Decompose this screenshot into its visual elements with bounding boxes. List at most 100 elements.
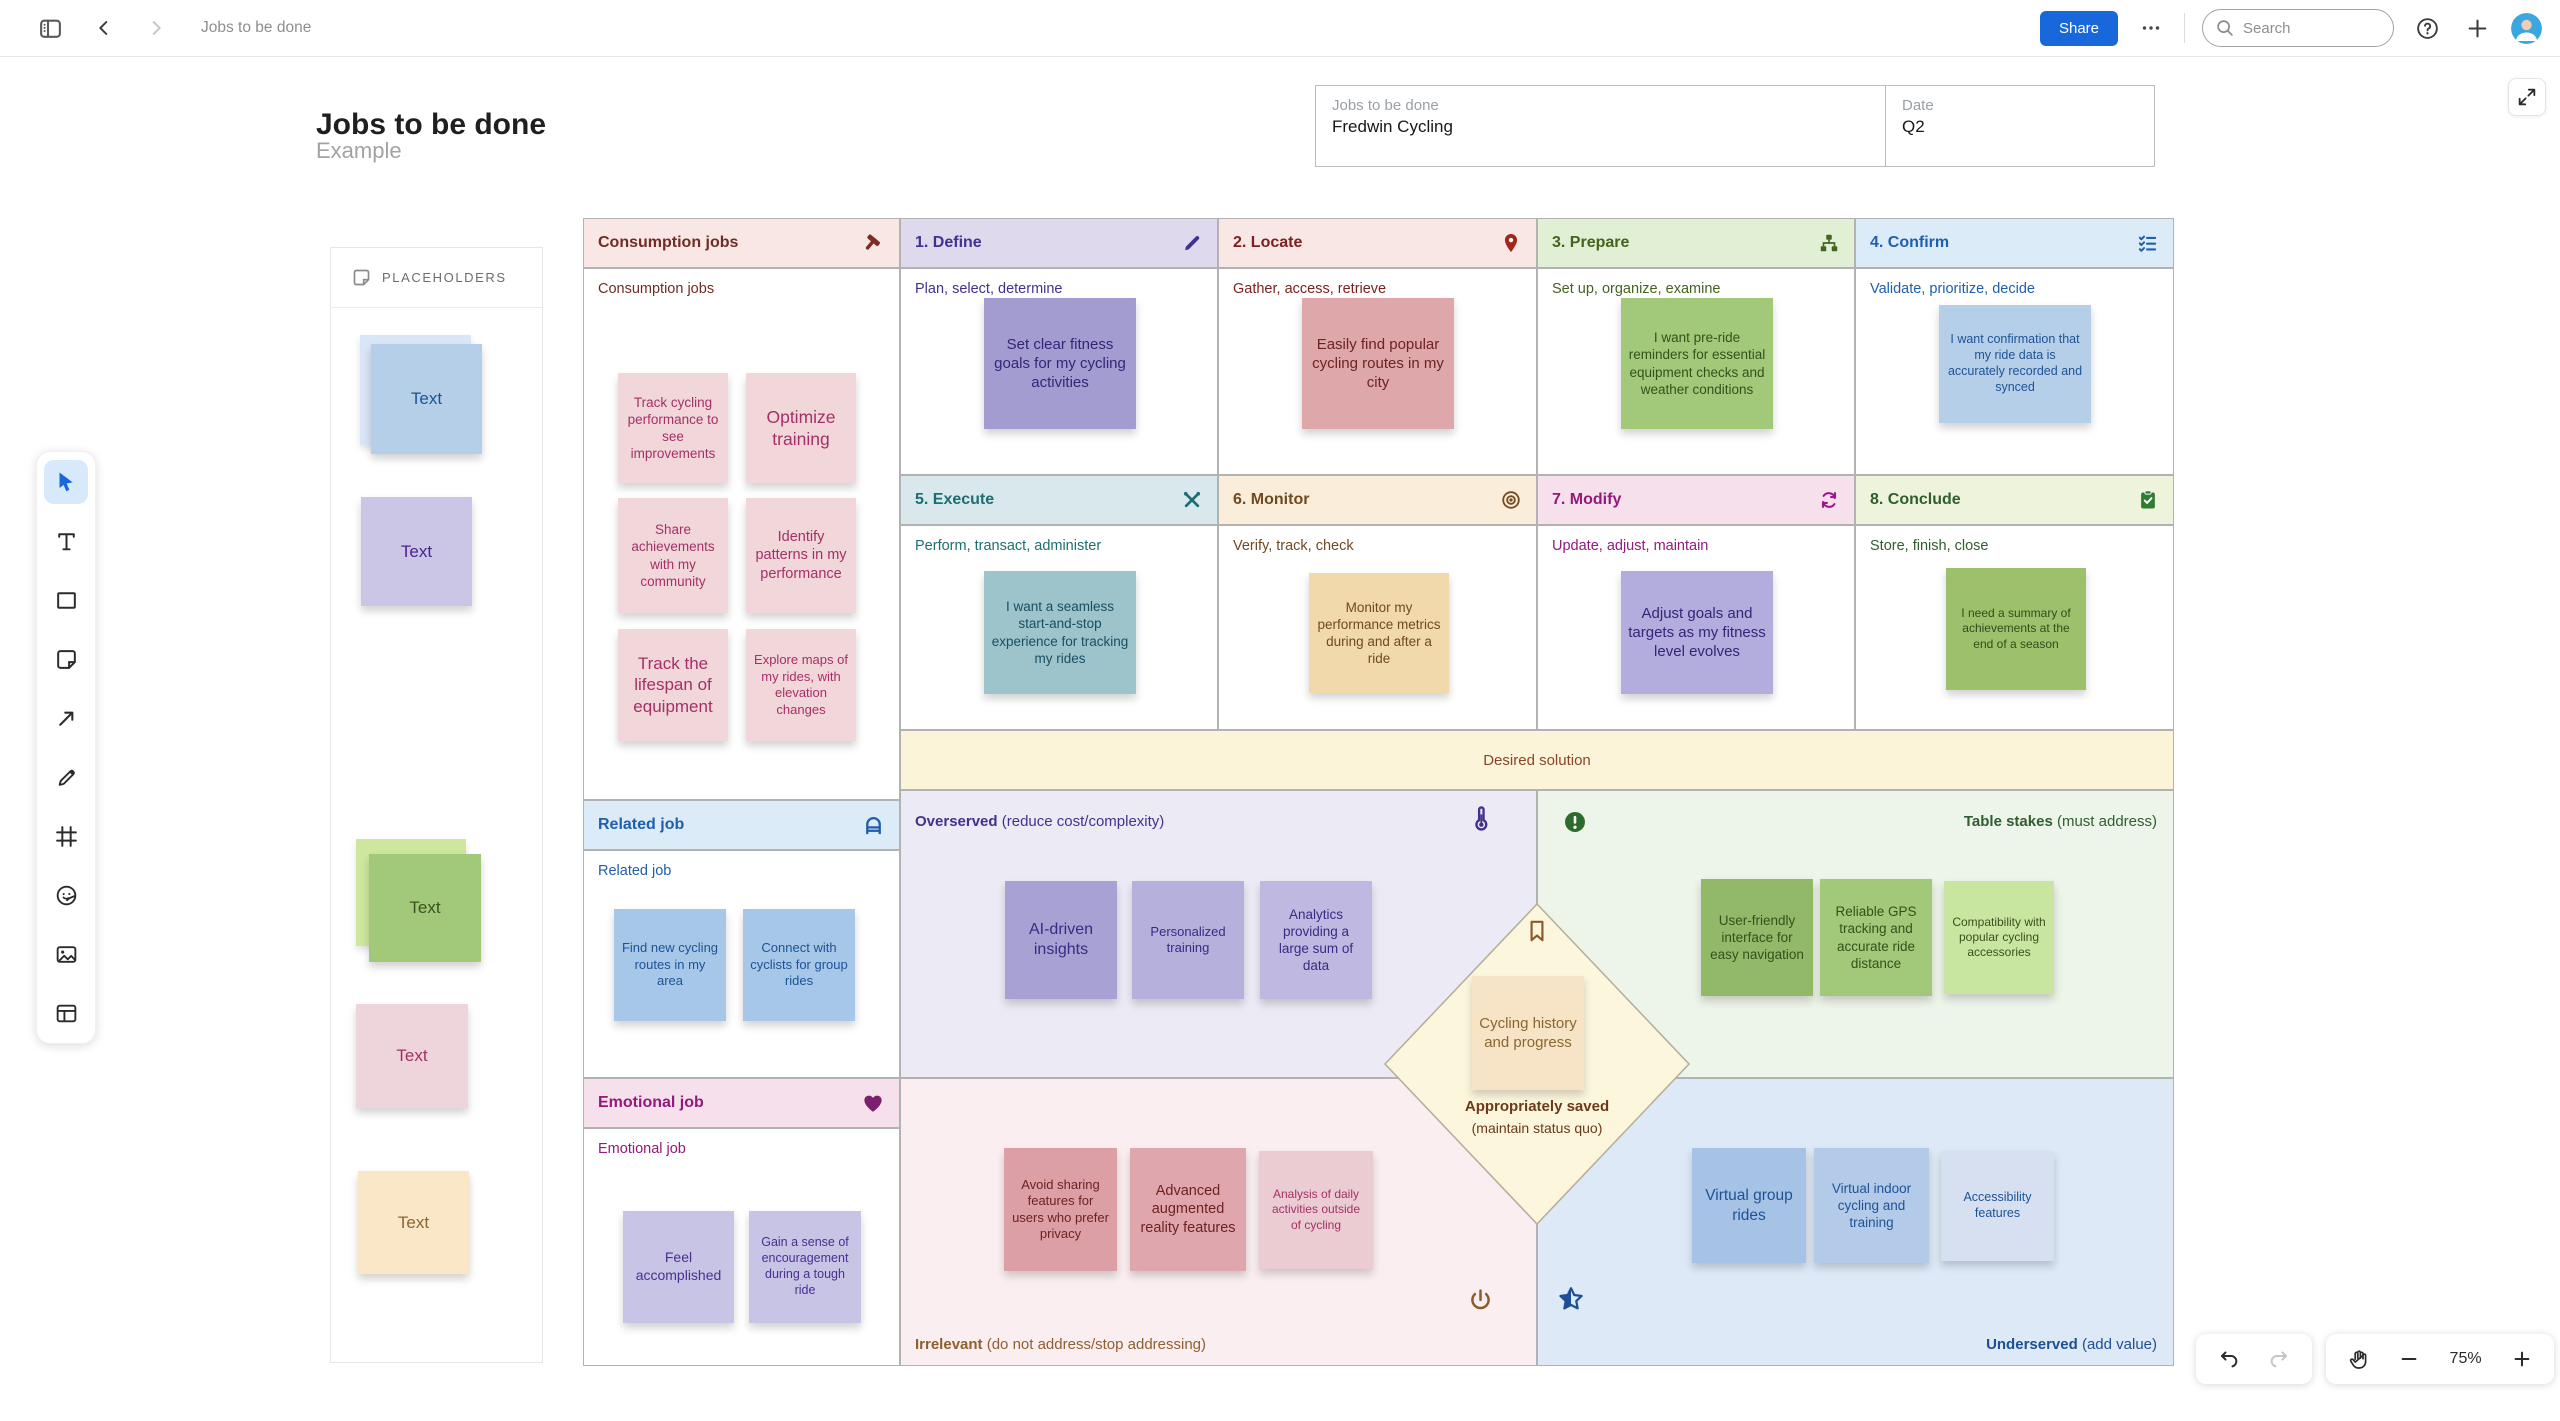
section-header-define[interactable]: 1. Define	[900, 218, 1218, 268]
sticky-note[interactable]: Easily find popular cycling routes in my…	[1302, 298, 1454, 429]
sticky-note[interactable]: Connect with cyclists for group rides	[743, 909, 855, 1021]
sticky-note[interactable]: Find new cycling routes in my area	[614, 909, 726, 1021]
expand-button[interactable]	[2508, 78, 2546, 116]
frame-tool-button[interactable]	[44, 814, 88, 858]
locate-cell[interactable]: Gather, access, retrieve Easily find pop…	[1218, 268, 1537, 475]
image-icon	[54, 942, 79, 967]
section-header-execute[interactable]: 5. Execute	[900, 475, 1218, 525]
zoom-level[interactable]: 75%	[2449, 1350, 2482, 1367]
search-box	[2202, 9, 2394, 47]
overserved-quadrant[interactable]: Overserved (reduce cost/complexity) AI-d…	[900, 790, 1537, 1078]
sticky-note[interactable]: Optimize training	[746, 373, 856, 483]
sticky-note[interactable]: Personalized training	[1132, 881, 1244, 999]
emotional-job-cell[interactable]: Emotional job Feel accomplished Gain a s…	[583, 1128, 900, 1366]
section-header-conclude[interactable]: 8. Conclude	[1855, 475, 2174, 525]
forward-button[interactable]	[141, 13, 171, 43]
cell-subtitle: Consumption jobs	[598, 281, 715, 297]
sticky-note[interactable]: I want pre-ride reminders for essential …	[1621, 298, 1773, 429]
sticky-note[interactable]: Avoid sharing features for users who pre…	[1004, 1148, 1117, 1271]
sticky-note-icon	[351, 267, 372, 288]
modify-cell[interactable]: Update, adjust, maintain Adjust goals an…	[1537, 525, 1855, 730]
sticky-note[interactable]: Compatibility with popular cycling acces…	[1944, 881, 2054, 994]
chevron-left-icon	[93, 17, 115, 39]
placeholder-sticky-orange[interactable]: Text	[358, 1171, 469, 1274]
crossed-tools-icon	[1181, 489, 1203, 511]
search-input[interactable]	[2202, 9, 2394, 47]
sticky-note[interactable]: Adjust goals and targets as my fitness l…	[1621, 571, 1773, 694]
sticky-note[interactable]: Virtual group rides	[1692, 1148, 1806, 1263]
info-table[interactable]: Jobs to be done Fredwin Cycling Date Q2	[1315, 85, 2155, 167]
pen-tool-button[interactable]	[44, 755, 88, 799]
sticky-note[interactable]: Monitor my performance metrics during an…	[1309, 573, 1449, 693]
section-header-modify[interactable]: 7. Modify	[1537, 475, 1855, 525]
sticky-note[interactable]: Share achievements with my community	[618, 498, 728, 613]
placeholder-sticky-blue[interactable]: Text	[371, 344, 482, 454]
sticky-note[interactable]: Feel accomplished	[623, 1211, 734, 1323]
sticky-note[interactable]: Advanced augmented reality features	[1130, 1148, 1246, 1271]
zoom-out-button[interactable]	[2392, 1342, 2426, 1376]
template-tool-button[interactable]	[44, 991, 88, 1035]
section-header-related-job[interactable]: Related job	[583, 800, 900, 850]
placeholder-sticky-purple[interactable]: Text	[361, 497, 472, 606]
define-cell[interactable]: Plan, select, determine Set clear fitnes…	[900, 268, 1218, 475]
sticky-note[interactable]: Reliable GPS tracking and accurate ride …	[1820, 879, 1932, 996]
image-tool-button[interactable]	[44, 932, 88, 976]
redo-button[interactable]	[2261, 1341, 2297, 1377]
section-header-monitor[interactable]: 6. Monitor	[1218, 475, 1537, 525]
monitor-cell[interactable]: Verify, track, check Monitor my performa…	[1218, 525, 1537, 730]
sticky-note[interactable]: Track the lifespan of equipment	[618, 629, 728, 741]
sticky-note[interactable]: Analysis of daily activities outside of …	[1259, 1151, 1373, 1269]
connector-tool-button[interactable]	[44, 696, 88, 740]
sticky-note[interactable]: Gain a sense of encouragement during a t…	[749, 1211, 861, 1323]
sticky-note[interactable]: AI-driven insights	[1005, 881, 1117, 999]
more-button[interactable]	[2135, 12, 2167, 44]
sticky-note[interactable]: Virtual indoor cycling and training	[1814, 1148, 1929, 1263]
shape-tool-button[interactable]	[44, 578, 88, 622]
sticky-note[interactable]: I want confirmation that my ride data is…	[1939, 305, 2091, 423]
sticky-note[interactable]: Identify patterns in my performance	[746, 498, 856, 613]
redo-icon	[2267, 1347, 2291, 1371]
sticky-note[interactable]: Accessibility features	[1941, 1151, 2054, 1261]
back-button[interactable]	[89, 13, 119, 43]
help-button[interactable]	[2411, 12, 2444, 45]
info-cell-date[interactable]: Date Q2	[1886, 86, 2154, 166]
section-header-prepare[interactable]: 3. Prepare	[1537, 218, 1855, 268]
sticky-note[interactable]: Cycling history and progress	[1472, 976, 1584, 1090]
create-button[interactable]	[2461, 12, 2494, 45]
consumption-jobs-cell[interactable]: Consumption jobs Track cycling performan…	[583, 268, 900, 800]
placeholder-sticky-green[interactable]: Text	[369, 854, 481, 962]
sidebar-toggle-button[interactable]	[34, 12, 67, 45]
info-cell-jobs[interactable]: Jobs to be done Fredwin Cycling	[1316, 86, 1886, 166]
related-job-cell[interactable]: Related job Find new cycling routes in m…	[583, 850, 900, 1078]
pencil-icon	[1181, 232, 1203, 254]
section-header-confirm[interactable]: 4. Confirm	[1855, 218, 2174, 268]
zoom-in-button[interactable]	[2505, 1342, 2539, 1376]
sticky-note[interactable]: Track cycling performance to see improve…	[618, 373, 728, 483]
text-tool-button[interactable]	[44, 519, 88, 563]
pan-tool-button[interactable]	[2341, 1341, 2377, 1377]
desired-solution-band[interactable]: Desired solution	[900, 730, 2174, 790]
section-header-consumption-jobs[interactable]: Consumption jobs	[583, 218, 900, 268]
table-stakes-quadrant[interactable]: Table stakes (must address) User-friendl…	[1537, 790, 2174, 1078]
prepare-cell[interactable]: Set up, organize, examine I want pre-rid…	[1537, 268, 1855, 475]
sticky-note-tool-button[interactable]	[44, 637, 88, 681]
execute-cell[interactable]: Perform, transact, administer I want a s…	[900, 525, 1218, 730]
section-header-emotional-job[interactable]: Emotional job	[583, 1078, 900, 1128]
sticky-note[interactable]: User-friendly interface for easy navigat…	[1701, 879, 1813, 996]
cell-subtitle: Related job	[598, 863, 672, 879]
undo-button[interactable]	[2211, 1341, 2247, 1377]
sticker-tool-button[interactable]	[44, 873, 88, 917]
avatar[interactable]	[2511, 12, 2542, 44]
sticky-note[interactable]: I need a summary of achievements at the …	[1946, 568, 2086, 690]
sticky-note[interactable]: Analytics providing a large sum of data	[1260, 881, 1372, 999]
conclude-cell[interactable]: Store, finish, close I need a summary of…	[1855, 525, 2174, 730]
cell-subtitle: Validate, prioritize, decide	[1870, 281, 2035, 297]
confirm-cell[interactable]: Validate, prioritize, decide I want conf…	[1855, 268, 2174, 475]
select-tool-button[interactable]	[44, 460, 88, 504]
section-header-locate[interactable]: 2. Locate	[1218, 218, 1537, 268]
sticky-note[interactable]: Explore maps of my rides, with elevation…	[746, 629, 856, 741]
sticky-note[interactable]: Set clear fitness goals for my cycling a…	[984, 298, 1136, 429]
share-button[interactable]: Share	[2039, 10, 2118, 46]
placeholder-sticky-pink[interactable]: Text	[356, 1004, 468, 1108]
sticky-note[interactable]: I want a seamless start-and-stop experie…	[984, 571, 1136, 694]
